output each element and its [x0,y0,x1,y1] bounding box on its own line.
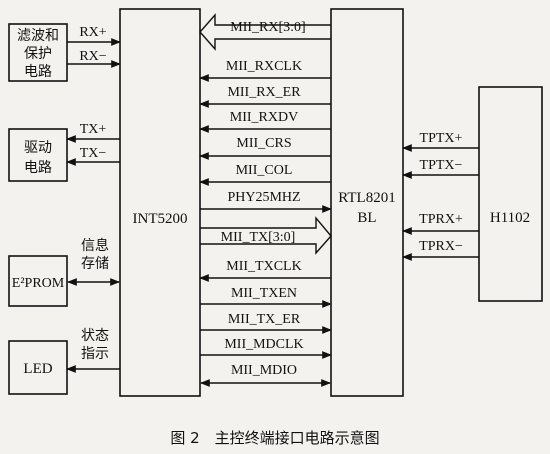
driver-block [8,128,68,182]
storage-label-1: 信息 [81,237,109,254]
tx-plus-label: TX+ [80,122,107,137]
storage-label-2: 存储 [81,256,109,272]
int5200-chip [119,8,201,397]
h1102-chip [478,86,543,302]
mii-label-6: PHY25MHZ [227,190,300,205]
status-label-2: 指示 [81,346,109,362]
mii-label-4: MII_CRS [236,136,291,151]
mii-label-0: MII_RX[3:0] [230,20,305,35]
mii-tx-bus-arrow [200,216,332,255]
mii-label-5: MII_COL [236,163,293,178]
rx-minus-label: RX− [79,49,106,64]
filter-label-1: 滤波和 [17,28,59,44]
eeprom-block [8,255,68,307]
tptx-minus-label: TPTX− [420,158,463,173]
mii-rx-bus-arrow [199,13,331,51]
mii-label-7: MII_TX[3:0] [221,230,296,245]
driver-label-1: 驱动 [24,140,52,156]
status-label-1: 状态 [81,328,109,344]
mii-label-8: MII_TXCLK [226,259,301,274]
tprx-minus-label: TPRX− [419,239,463,254]
mii-label-9: MII_TXEN [231,286,297,301]
led-label: LED [23,361,52,377]
filter-label-2: 保护 [24,46,52,62]
mii-label-3: MII_RXDV [230,110,298,125]
mii-label-1: MII_RXCLK [226,59,302,74]
figure-caption: 图 2 主控终端接口电路示意图 [170,429,379,447]
driver-label-2: 电路 [24,160,52,176]
mii-signal-lines [199,74,332,387]
tx-minus-label: TX− [80,146,107,161]
rtl8201-label: RTL8201 [338,190,395,206]
tprx-plus-label: TPRX+ [419,212,463,227]
rx-plus-label: RX+ [79,25,106,40]
mii-label-11: MII_MDCLK [224,337,303,352]
eeprom-label: E²PROM [12,276,65,291]
rtl8201-bl-label: BL [357,210,376,226]
int5200-label: INT5200 [133,211,188,227]
filter-protection-block [8,23,68,82]
tptx-plus-label: TPTX+ [420,131,463,146]
mii-label-12: MII_MDIO [231,363,297,378]
filter-label-3: 电路 [24,64,52,80]
rtl8201bl-chip [330,8,404,397]
mii-label-10: MII_TX_ER [228,312,301,327]
mii-label-2: MII_RX_ER [227,85,301,100]
h1102-label: H1102 [490,210,530,226]
